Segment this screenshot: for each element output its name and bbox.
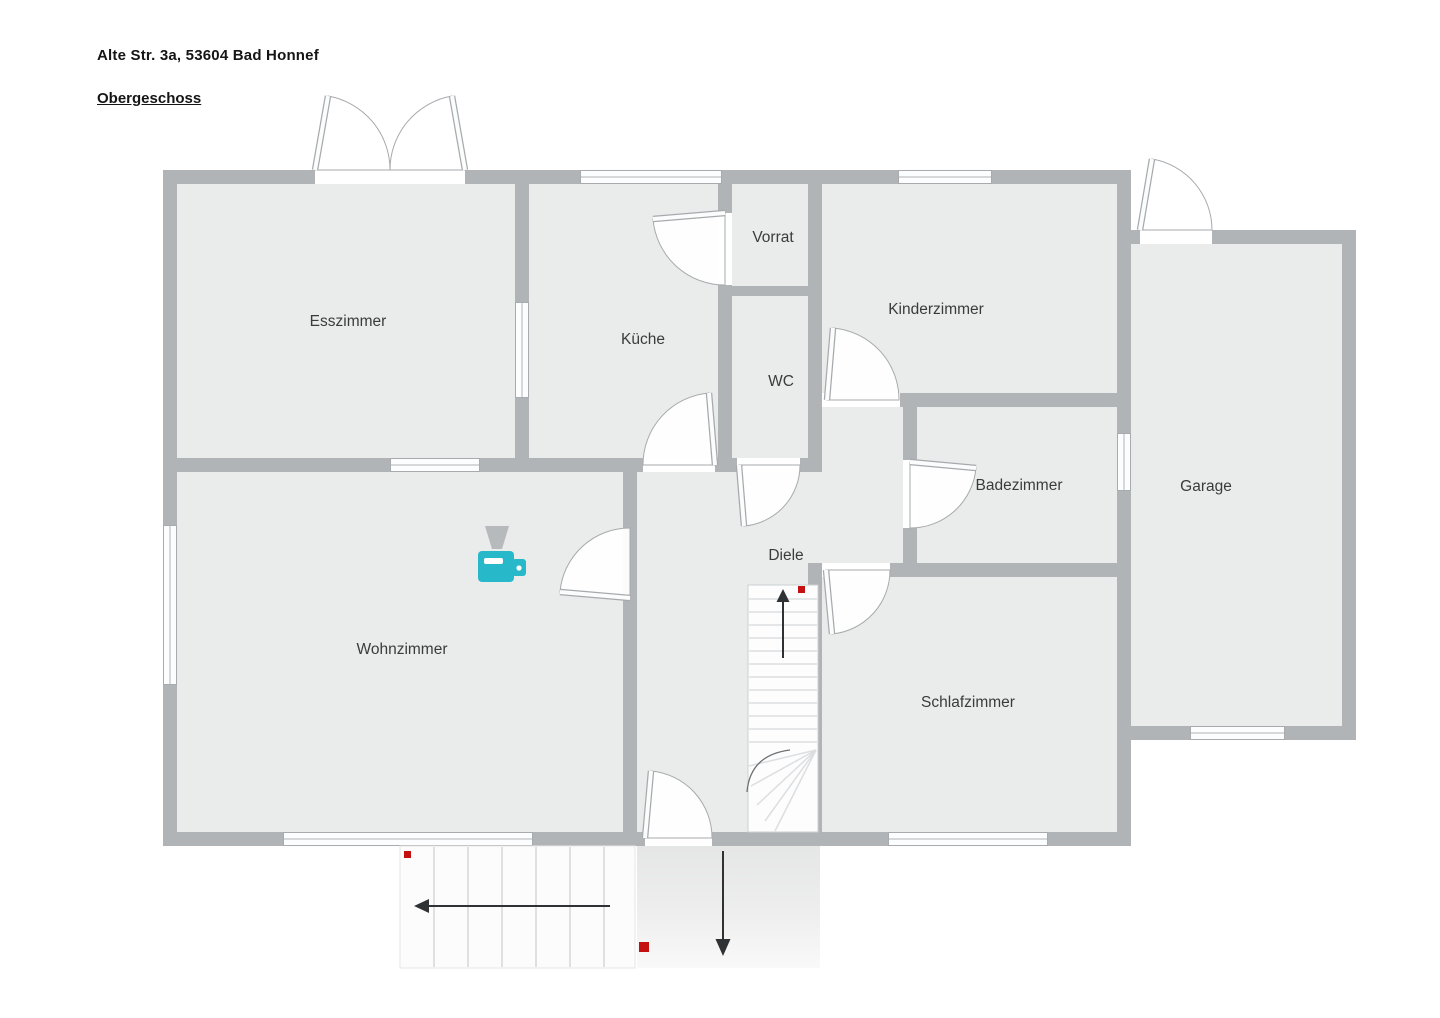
window-kinderzimmer-top [898, 170, 992, 184]
rear-door-opening [645, 832, 712, 846]
page-title-address: Alte Str. 3a, 53604 Bad Honnef [97, 47, 319, 64]
red-marker-landing [639, 942, 649, 952]
room-label-schlafzimmer: Schlafzimmer [921, 694, 1015, 711]
window-esszimmer-wohnzimmer [390, 458, 480, 472]
room-label-garage: Garage [1180, 478, 1232, 495]
window-kueche-top [580, 170, 722, 184]
wall-mid-horizontal [163, 458, 822, 472]
window-badezimmer-garage [1117, 433, 1131, 491]
garage-floor [1131, 244, 1342, 726]
room-label-wohnzimmer: Wohnzimmer [356, 641, 448, 658]
window-wohnzimmer-bottom [283, 832, 533, 846]
left-arrow-icon [414, 899, 610, 913]
kueche-door-opening [718, 213, 732, 285]
room-label-kinderzimmer: Kinderzimmer [888, 301, 984, 318]
wall-garage-right [1342, 230, 1356, 740]
entrance-door-opening [315, 170, 465, 184]
room-label-esszimmer: Esszimmer [309, 313, 387, 330]
room-label-kueche: Küche [621, 331, 665, 348]
door-entrance-right [389, 95, 469, 171]
badezimmer-door-opening [903, 460, 917, 528]
window-schlafzimmer-bottom [888, 832, 1048, 846]
kinderzimmer-door-opening [822, 393, 900, 407]
red-marker-stair-left [404, 851, 411, 858]
room-label-vorrat: Vorrat [752, 229, 794, 246]
schlafzimmer-door-opening [822, 563, 890, 577]
window-wohnzimmer-left [163, 525, 177, 685]
house-floor [177, 184, 1117, 832]
door-entrance-left [311, 95, 391, 171]
room-label-wc: WC [768, 373, 794, 390]
wall-outer-left [163, 170, 177, 846]
garage-door-opening [1140, 230, 1212, 244]
wc-door-opening [737, 458, 800, 472]
exterior-staircase [399, 845, 636, 969]
exterior-landing [637, 846, 820, 968]
room-label-badezimmer: Badezimmer [975, 477, 1063, 494]
window-garage-bottom [1190, 726, 1285, 740]
wall-vorrat-wc [732, 286, 808, 296]
window-esszimmer-kueche [515, 302, 529, 398]
floor-level-label: Obergeschoss [97, 90, 202, 107]
wall-wohnzimmer-diele [623, 458, 637, 832]
wall-schlafzimmer-left [808, 563, 822, 832]
door-garage [1136, 158, 1213, 231]
wall-outer-right [1117, 170, 1131, 846]
red-marker-stair-top [798, 586, 805, 593]
wall-wc-right [808, 184, 822, 458]
room-label-diele: Diele [768, 547, 804, 564]
kueche-diele-door-opening [643, 458, 715, 472]
